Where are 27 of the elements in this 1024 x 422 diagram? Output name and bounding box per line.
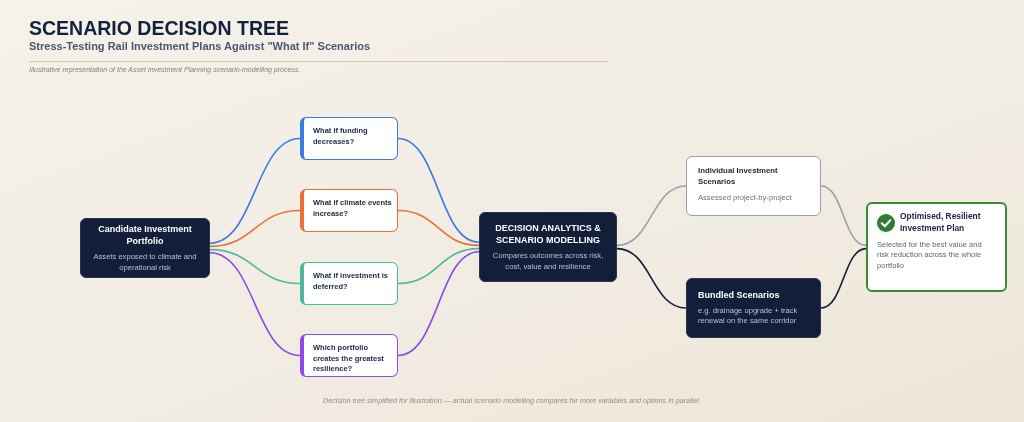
node-title: Optimised, Resilient Investment Plan <box>900 211 982 235</box>
connector-line <box>397 251 480 357</box>
connector-line <box>397 209 480 247</box>
question-box <box>300 189 398 232</box>
question-box <box>300 262 398 305</box>
connector-line <box>397 137 480 243</box>
connector-line <box>616 185 687 247</box>
process-box <box>80 218 210 278</box>
connector-line <box>820 247 867 309</box>
connector-line <box>616 247 687 309</box>
scenario-card <box>686 156 821 216</box>
node-title: DECISION ANALYTICS & SCENARIO MODELLING <box>494 221 602 247</box>
connector-line <box>209 137 301 244</box>
question-box <box>300 117 398 160</box>
connector-line <box>209 252 301 357</box>
connector-line <box>209 209 301 248</box>
process-box <box>479 212 617 282</box>
connector-line <box>820 185 867 247</box>
subtitle: Stress-Testing Rail Investment Plans Against "What If" Scenarios <box>29 40 371 52</box>
diagram-title: SCENARIO DECISION TREE <box>29 17 290 40</box>
process-box <box>686 278 821 338</box>
question-box <box>300 334 398 377</box>
node-title: Candidate Investment Portfolio <box>97 222 193 248</box>
result-card <box>866 202 1007 292</box>
connector-line <box>209 248 301 285</box>
node-title: Bundled Scenarios <box>698 289 780 302</box>
connector-line <box>397 247 480 285</box>
